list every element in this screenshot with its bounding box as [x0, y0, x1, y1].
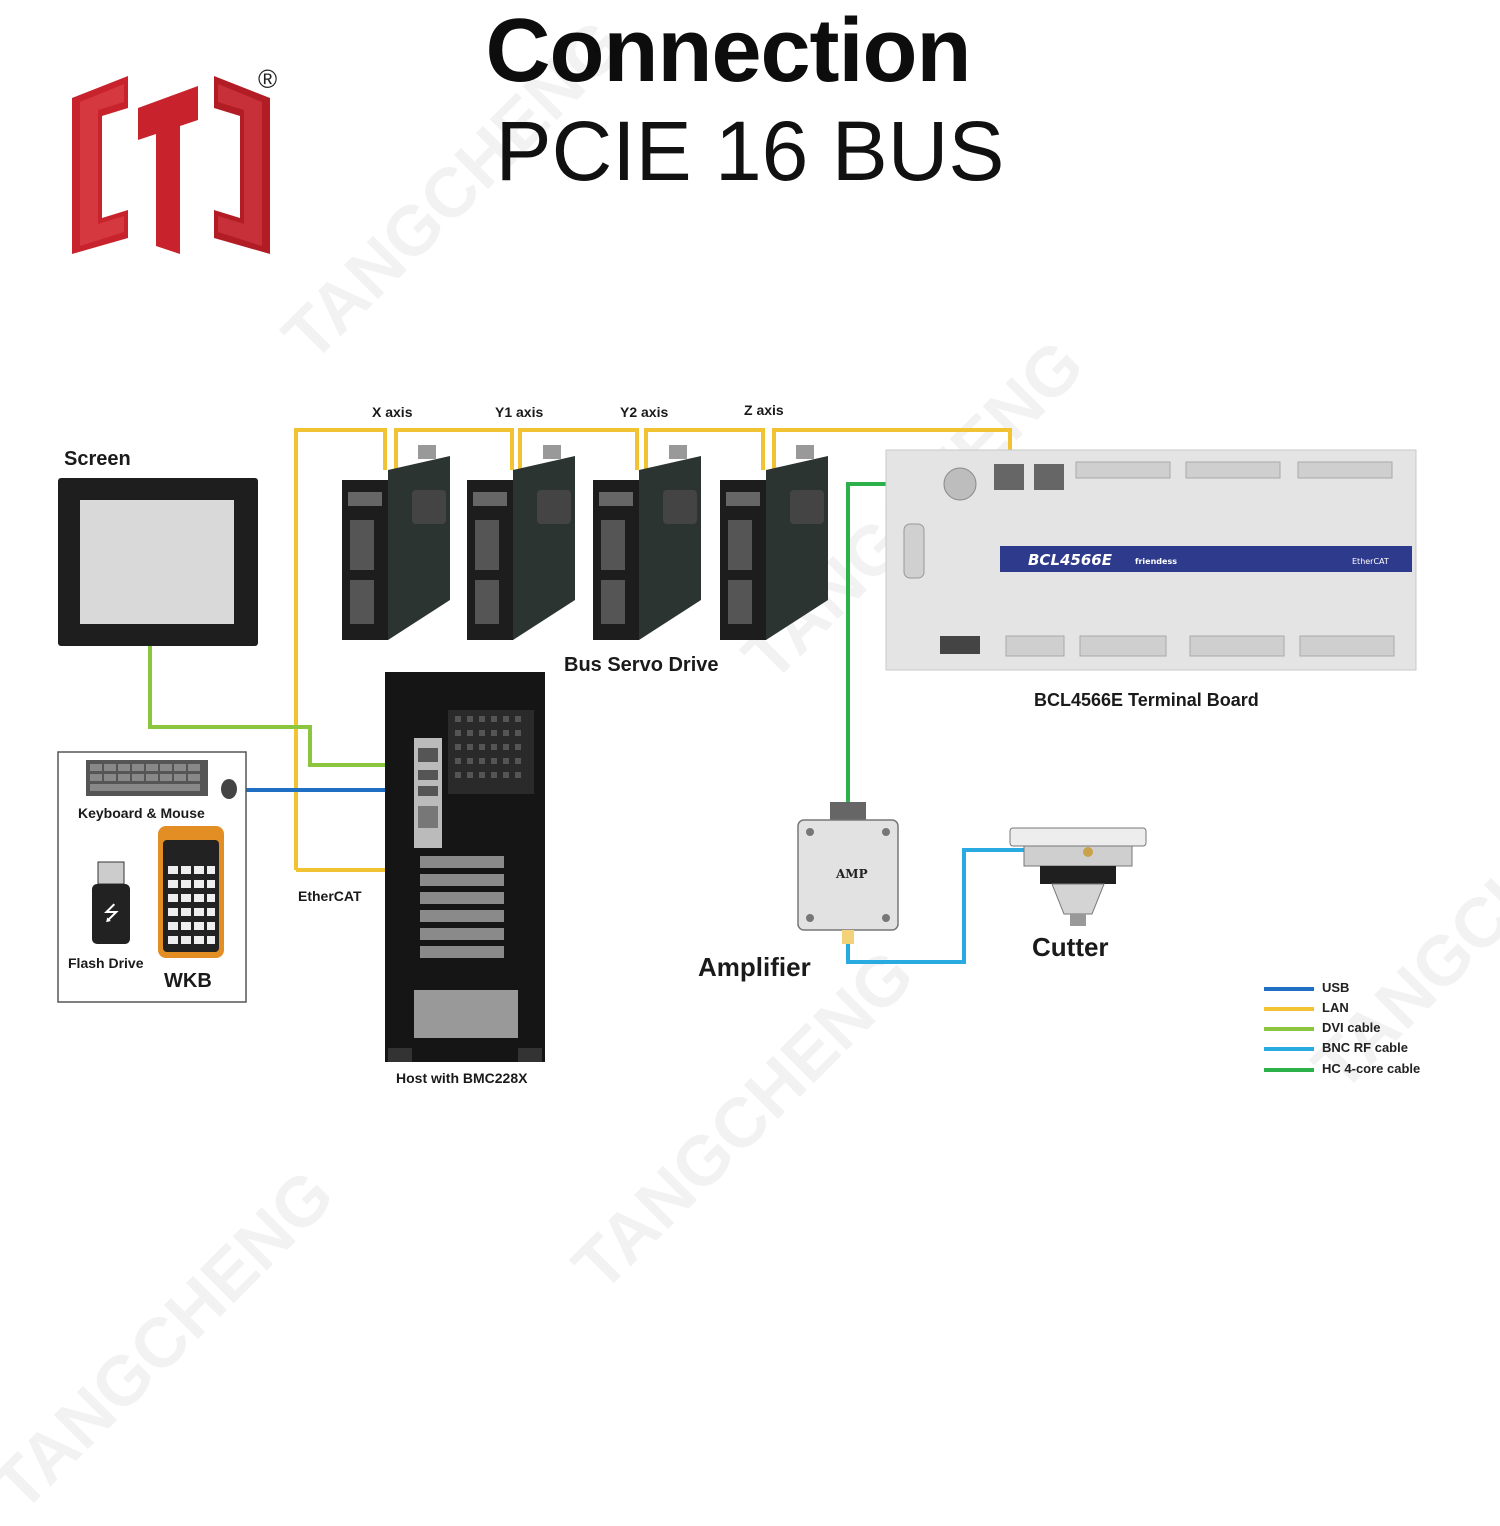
legend-label-dvi: DVI cable — [1322, 1020, 1381, 1035]
axis-label-y1: Y1 axis — [495, 404, 544, 420]
amp-text: AMP — [835, 867, 868, 881]
legend-label-lan: LAN — [1322, 1000, 1349, 1015]
page-title: Connection — [485, 1, 972, 101]
ethercat-label: EtherCAT — [298, 888, 362, 904]
terminal-board-bus: EtherCAT — [1352, 557, 1389, 566]
legend-swatch-dvi — [1264, 1027, 1314, 1031]
legend-swatch-bnc — [1264, 1047, 1314, 1051]
dvi-cable — [148, 645, 420, 767]
bnc-cable — [846, 848, 1065, 964]
wkb-label: WKB — [164, 970, 212, 992]
amplifier: AMP — [797, 802, 899, 944]
servo-drive-y2 — [593, 445, 701, 640]
screen-label: Screen — [64, 448, 131, 470]
peripherals-box: ⭍ — [57, 751, 247, 1003]
axis-label-z: Z axis — [744, 402, 784, 418]
page-subtitle: PCIE 16 BUS — [495, 104, 1005, 198]
registered-mark: ® — [258, 64, 278, 94]
axis-label-x: X axis — [372, 404, 413, 420]
legend-swatch-lan — [1264, 1007, 1314, 1011]
keyboard-mouse-label: Keyboard & Mouse — [78, 805, 205, 821]
host-label: Host with BMC228X — [396, 1070, 528, 1086]
servo-drive-z — [720, 445, 828, 640]
cutter-label: Cutter — [1032, 932, 1109, 962]
legend-label-hc: HC 4-core cable — [1322, 1061, 1421, 1076]
terminal-board: BCL4566E friendess EtherCAT — [885, 449, 1417, 671]
screen-monitor — [58, 478, 258, 646]
legend-swatch-hc — [1264, 1068, 1314, 1072]
logo — [72, 76, 270, 254]
terminal-board-label: BCL4566E Terminal Board — [1034, 690, 1259, 710]
bus-servo-drive-label: Bus Servo Drive — [564, 654, 719, 676]
servo-drive-x — [342, 445, 450, 640]
svg-text:⭍: ⭍ — [103, 901, 120, 925]
terminal-board-model: BCL4566E — [1028, 551, 1113, 569]
servo-drive-y1 — [467, 445, 575, 640]
amplifier-label: Amplifier — [698, 952, 811, 982]
legend: USB LAN DVI cable BNC RF cable HC 4-core… — [1264, 980, 1464, 1090]
legend-label-usb: USB — [1322, 980, 1350, 995]
host-pc — [385, 672, 545, 1062]
cutter-head — [1009, 827, 1147, 926]
flash-drive-label: Flash Drive — [68, 955, 144, 971]
legend-swatch-usb — [1264, 987, 1314, 991]
legend-label-bnc: BNC RF cable — [1322, 1040, 1408, 1055]
terminal-board-brand: friendess — [1135, 557, 1177, 566]
axis-label-y2: Y2 axis — [620, 404, 669, 420]
lan-cables — [294, 428, 1012, 872]
